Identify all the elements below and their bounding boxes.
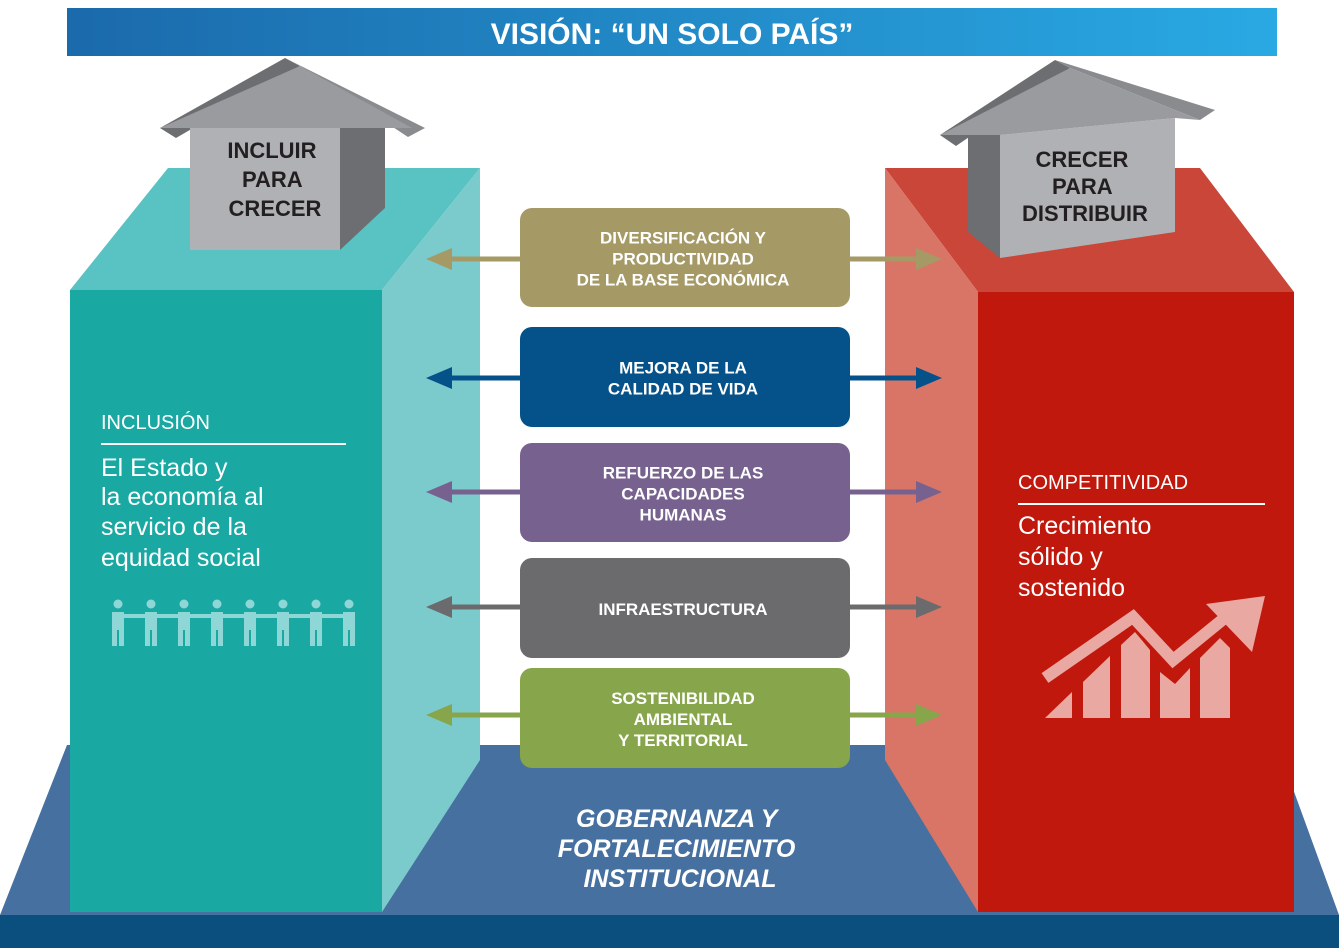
left-pillar-heading: INCLUSIÓN (101, 411, 210, 434)
base-text: GOBERNANZA Y FORTALECIMIENTO INSTITUCION… (558, 805, 802, 893)
growth-chart-icon (1041, 596, 1265, 718)
axis-box (520, 443, 850, 542)
axis-box (520, 208, 850, 307)
left-house-text: INCLUIR PARA CRECER (227, 138, 322, 221)
axis-box (520, 668, 850, 768)
left-pillar-body: El Estado y la economía al servicio de l… (101, 454, 271, 572)
arrow-right-icon (916, 367, 942, 389)
header-banner (67, 8, 1277, 56)
arrow-right-icon (916, 248, 942, 270)
arrow-left-icon (426, 596, 452, 618)
arrow-right-icon (916, 596, 942, 618)
header-title: VISIÓN: “UN SOLO PAÍS” (491, 17, 854, 51)
axis-label: INFRAESTRUCTURA (598, 600, 767, 619)
arrow-left-icon (426, 248, 452, 270)
left-pillar (70, 168, 480, 912)
arrow-left-icon (426, 367, 452, 389)
right-house (940, 60, 1215, 258)
left-house (160, 58, 425, 250)
axis-box (520, 558, 850, 658)
right-house-text: CRECER PARA DISTRIBUIR (1022, 147, 1148, 226)
arrow-right-icon (916, 704, 942, 726)
right-pillar-heading: COMPETITIVIDAD (1018, 472, 1188, 494)
arrow-left-icon (426, 704, 452, 726)
arrow-left-icon (426, 481, 452, 503)
people-holding-hands-icon (112, 599, 355, 646)
arrow-right-icon (916, 481, 942, 503)
right-pillar-body: Crecimiento sólido y sostenido (1018, 512, 1158, 602)
right-pillar (885, 168, 1294, 912)
axis-box (520, 327, 850, 427)
